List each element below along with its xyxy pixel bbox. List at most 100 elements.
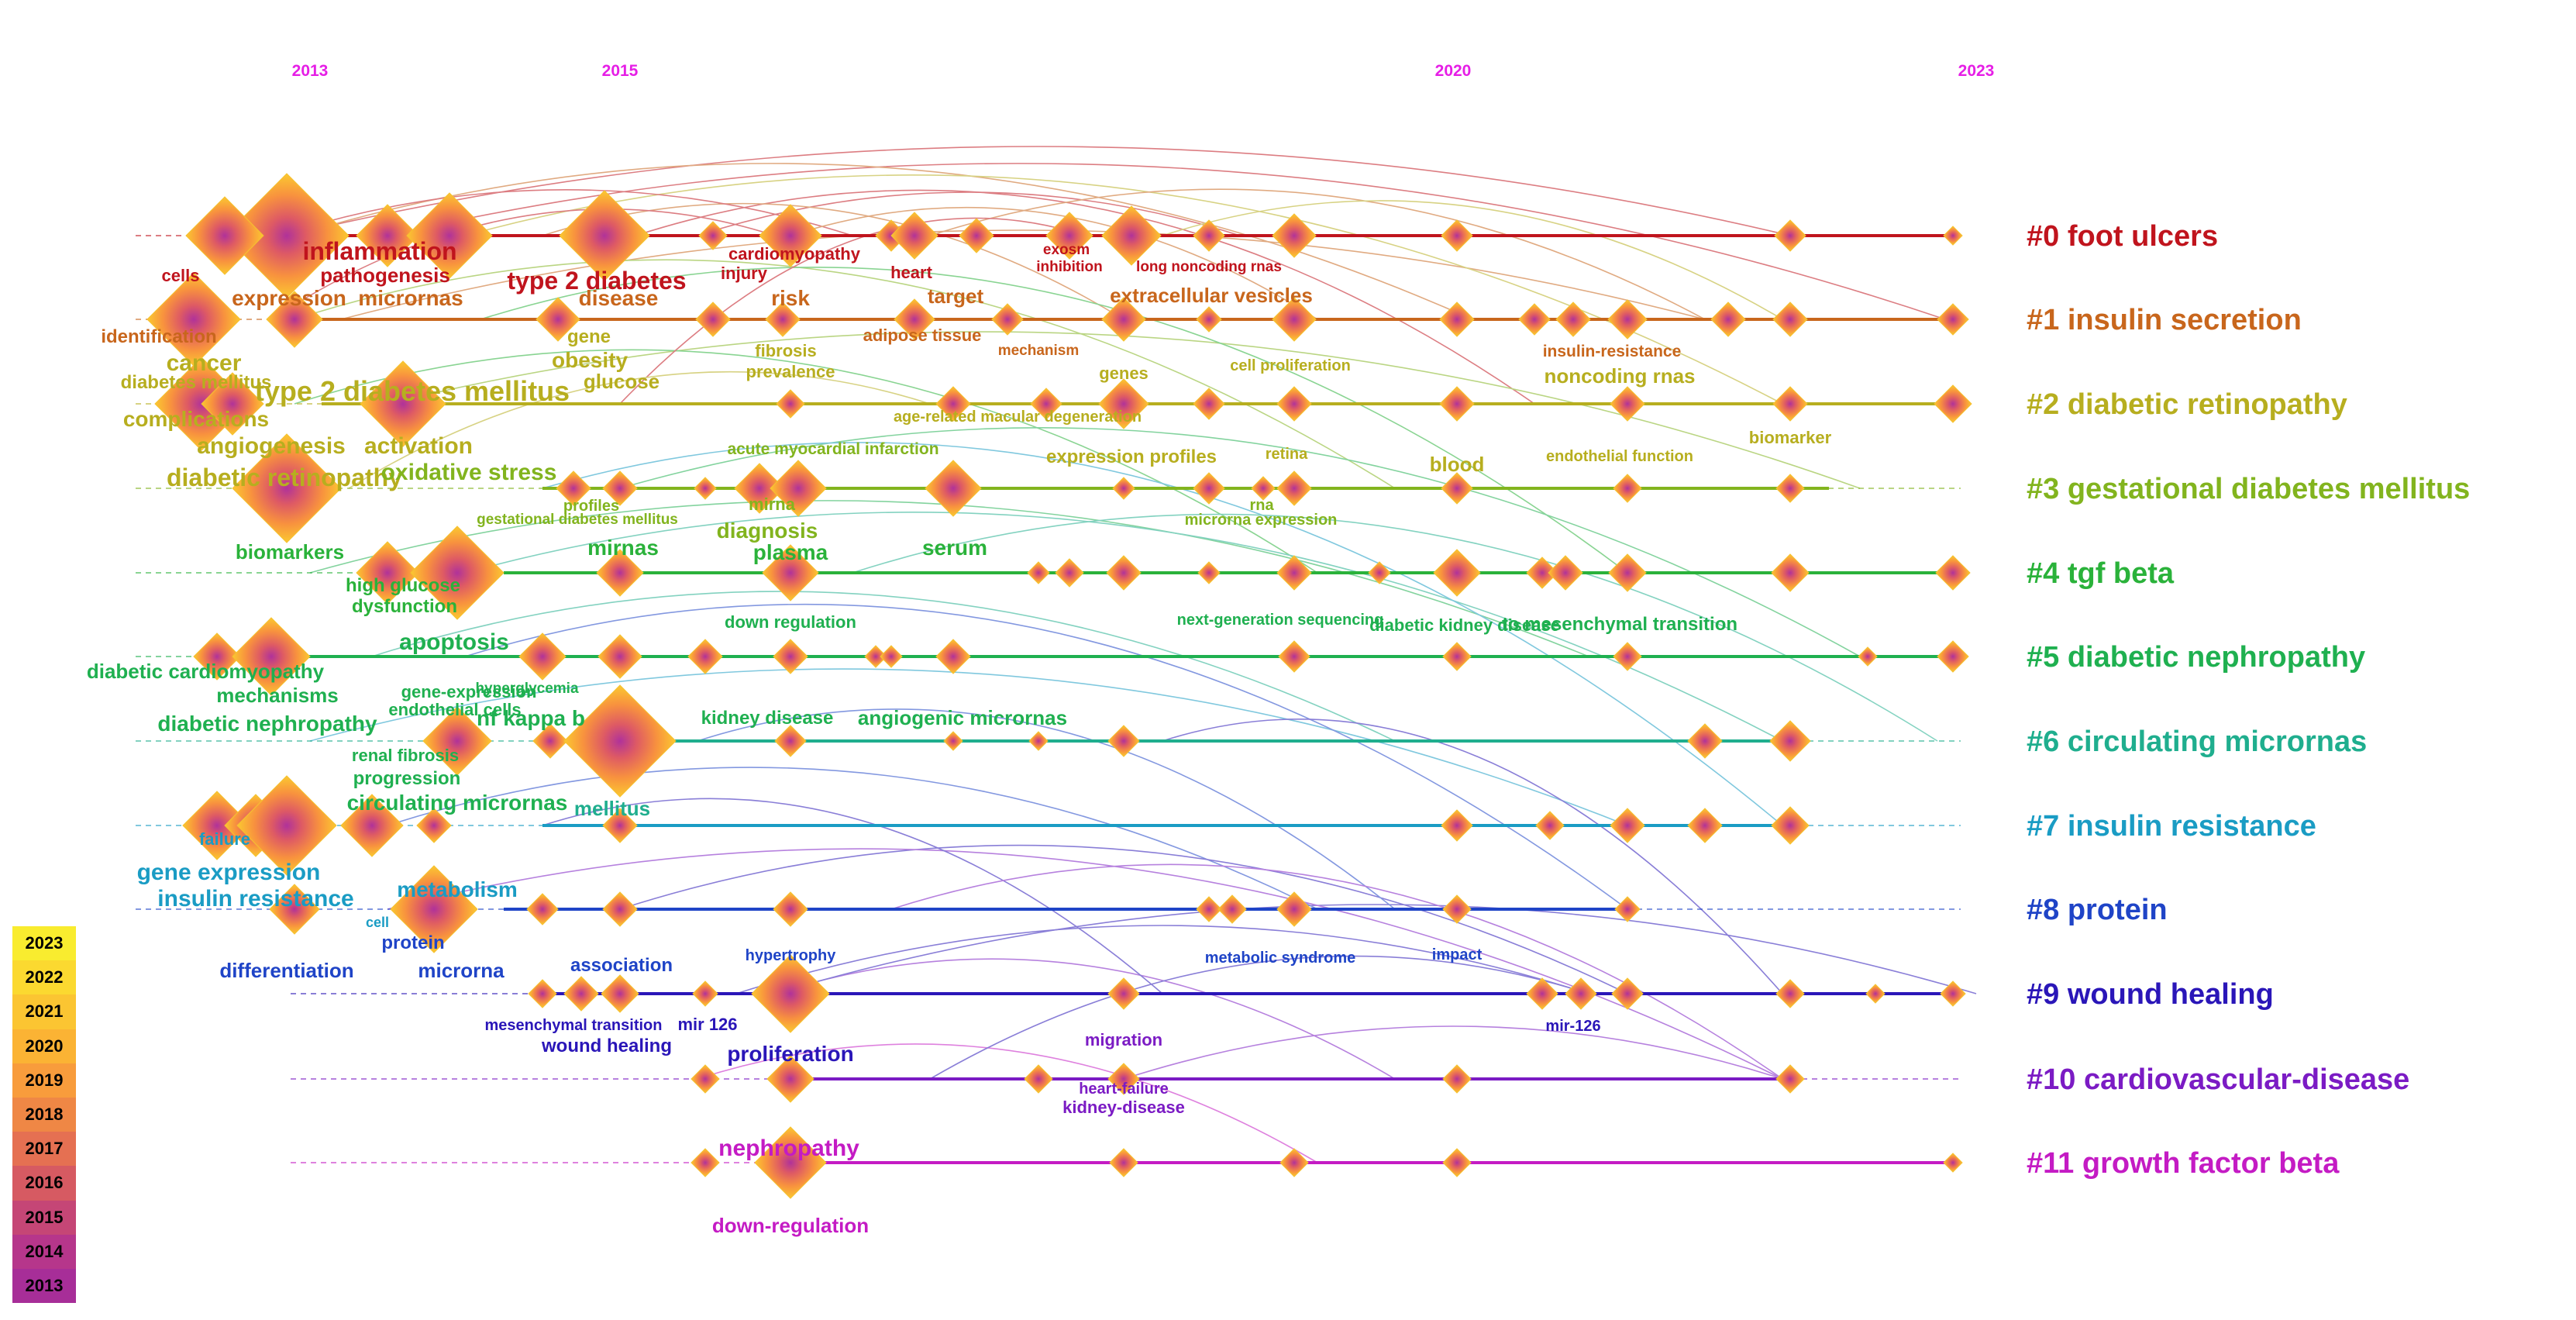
keyword-label: insulin resistance [157, 886, 353, 912]
keyword-label: heart-failure [1079, 1080, 1169, 1098]
link-arc [697, 708, 1396, 910]
keyword-label: nephropathy [718, 1136, 859, 1161]
keyword-node [1934, 384, 1972, 423]
keyword-label: biomarkers [236, 540, 344, 563]
keyword-node [1107, 977, 1140, 1010]
cluster-label: #10 cardiovascular-disease [2027, 1063, 2409, 1096]
keyword-label: plasma [753, 540, 828, 564]
cluster-label: #3 gestational diabetes mellitus [2027, 473, 2470, 505]
keyword-label: gene-expression [401, 682, 537, 701]
keyword-label: down regulation [725, 612, 856, 632]
keyword-label: noncoding rnas [1545, 364, 1696, 388]
keyword-label: metabolic syndrome [1205, 950, 1356, 967]
link-arc [464, 603, 1628, 910]
keyword-node [1107, 725, 1140, 757]
link-arc [890, 863, 1783, 1080]
keyword-label: type 2 diabetes mellitus [255, 375, 570, 407]
keyword-node [1276, 891, 1312, 927]
keyword-label: mellitus [574, 797, 650, 820]
keyword-label: diabetic retinopathy [167, 464, 402, 491]
keyword-node [1441, 219, 1473, 252]
keyword-label: progression [353, 768, 461, 789]
link-arc [929, 955, 1589, 1080]
legend-year-2021: 2021 [12, 994, 76, 1029]
keyword-label: heart [890, 263, 932, 282]
link-arc [278, 189, 853, 236]
keyword-label: diabetes mellitus [121, 372, 272, 393]
cluster-label: #1 insulin secretion [2027, 304, 2302, 336]
keyword-node [563, 976, 599, 1012]
keyword-label: risk [771, 286, 810, 310]
keyword-label: cell [366, 915, 389, 930]
link-arc [294, 259, 1396, 489]
keyword-node [1555, 302, 1591, 337]
keyword-label: prevalence [746, 362, 835, 381]
link-arc [1162, 200, 1783, 320]
keyword-label: rna [1249, 497, 1274, 514]
keyword-node [1526, 557, 1558, 589]
keyword-node [1865, 984, 1886, 1004]
keyword-node [1943, 1153, 1963, 1173]
keyword-node [596, 549, 644, 597]
link-arc [774, 904, 1977, 994]
link-arc [635, 189, 1535, 405]
keyword-label: disease [579, 286, 659, 310]
keyword-node [1610, 808, 1645, 843]
keyword-node [687, 639, 723, 674]
keyword-label: apoptosis [399, 629, 509, 655]
keyword-node [1272, 213, 1317, 258]
keyword-label: expression profiles [1046, 446, 1217, 467]
keyword-node [773, 639, 808, 674]
keyword-label: activation [364, 433, 473, 459]
keyword-node [602, 470, 638, 506]
link-arc [542, 442, 1783, 826]
keyword-label: long noncoding rnas [1136, 259, 1282, 275]
keyword-node [692, 981, 718, 1007]
cluster-label: #6 circulating micrornas [2027, 725, 2367, 758]
cluster-label: #7 insulin resistance [2027, 810, 2316, 843]
year-axis-label: 2015 [602, 62, 639, 80]
keyword-node [762, 544, 819, 601]
link-arc [735, 925, 1589, 994]
keyword-node [894, 298, 935, 340]
keyword-node [422, 706, 492, 776]
link-arc [340, 229, 1706, 320]
keyword-label: diabetic nephropathy [157, 712, 377, 736]
keyword-node [890, 212, 938, 260]
keyword-node [774, 725, 807, 757]
legend-year-2022: 2022 [12, 960, 76, 995]
keyword-node [1368, 561, 1391, 584]
keyword-node [416, 808, 452, 843]
link-arc [852, 513, 1938, 742]
keyword-node [1442, 894, 1472, 924]
keyword-node [185, 196, 264, 275]
keyword-label: diabetic cardiomyopathy [87, 660, 325, 683]
keyword-node [1106, 555, 1142, 591]
keyword-node [1526, 977, 1558, 1010]
legend-year-2019: 2019 [12, 1063, 76, 1098]
keyword-node [410, 526, 505, 620]
keyword-label: next-generation sequencing [1177, 612, 1384, 629]
keyword-node [1278, 640, 1310, 673]
link-arc [774, 958, 1396, 1080]
cluster-label: #2 diabetic retinopathy [2027, 388, 2347, 421]
keyword-label: migration [1085, 1030, 1162, 1049]
link-arc [480, 266, 1628, 574]
keyword-node [1101, 205, 1162, 266]
legend-year-2016: 2016 [12, 1166, 76, 1201]
keyword-node [690, 1148, 720, 1177]
keyword-label: cardiomyopathy [728, 244, 861, 264]
keyword-node [356, 541, 419, 605]
keyword-label: hyperglycemia [475, 681, 578, 697]
keyword-node [1614, 896, 1641, 922]
keyword-node [1441, 472, 1473, 505]
year-axis-label: 2013 [292, 62, 329, 80]
keyword-label: metabolism [397, 877, 518, 901]
keyword-label: renal fibrosis [352, 746, 459, 765]
keyword-label: microrna expression [1185, 512, 1338, 529]
keyword-label: profiles [563, 498, 619, 515]
keyword-node [1030, 388, 1062, 420]
keyword-label: blood [1430, 453, 1485, 476]
